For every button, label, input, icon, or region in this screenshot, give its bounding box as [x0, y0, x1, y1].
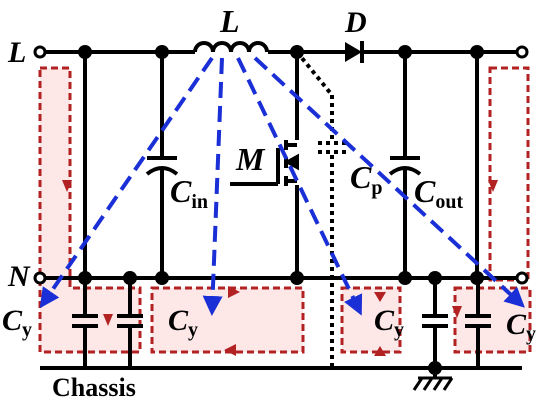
- terminal-n-out: [515, 271, 529, 285]
- cout-label: Cout: [414, 173, 463, 213]
- cm-arrows: [62, 180, 498, 356]
- cy-label-2: Cy: [168, 304, 198, 341]
- cm-arrow: [224, 344, 236, 356]
- junction-dots: [78, 45, 484, 375]
- labels: L N L D M Cin Cp Cout Cy Cy Cy Cy Chassi…: [2, 3, 536, 402]
- cp-label: Cp: [350, 159, 382, 199]
- terminals: [33, 45, 529, 285]
- cm-path-mid: [150, 286, 305, 354]
- cy-label-3: Cy: [374, 304, 404, 341]
- cy-label-4: Cy: [506, 308, 536, 345]
- cy-label-1: Cy: [2, 304, 32, 341]
- cm-path-left: [38, 66, 142, 354]
- cin-plate-bot: [145, 166, 179, 176]
- diode-label: D: [344, 6, 367, 39]
- ground-icon: [412, 376, 454, 391]
- terminal-l-label: L: [7, 36, 26, 69]
- capacitor-icon: [72, 156, 491, 328]
- chassis-label: Chassis: [52, 373, 136, 402]
- cm-arrow: [488, 180, 498, 192]
- diode-icon: [345, 41, 364, 63]
- cm-arrow: [452, 306, 462, 318]
- cin-label: Cin: [170, 173, 208, 213]
- mosfet-label: M: [235, 141, 266, 177]
- cout-plate-bot: [388, 166, 422, 176]
- cm-arrow: [228, 286, 240, 298]
- terminal-l-out: [515, 45, 529, 59]
- cm-arrow: [62, 180, 72, 192]
- cm-path-right-top: [488, 66, 530, 282]
- terminal-n: [33, 271, 47, 285]
- cm-arrow: [374, 292, 386, 302]
- cm-arrow: [103, 314, 113, 326]
- inductor-label: L: [219, 3, 240, 39]
- coupling-paths: [39, 56, 525, 316]
- inductor-icon: [193, 41, 269, 53]
- parasitic-cp: [295, 50, 348, 368]
- cm-arrow: [374, 346, 386, 356]
- terminal-l: [33, 45, 47, 59]
- terminal-n-label: N: [7, 260, 31, 293]
